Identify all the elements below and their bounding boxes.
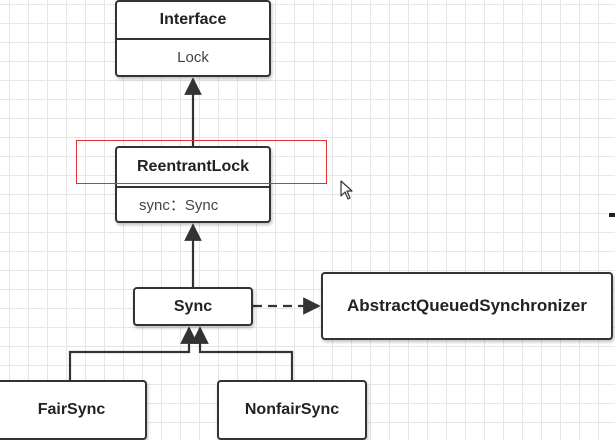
nonfairsync-name-label: NonfairSync: [244, 401, 340, 418]
aqs-class-node[interactable]: AbstractQueuedSynchronizer: [321, 272, 613, 340]
mouse-cursor-icon: [340, 180, 353, 200]
reentrantlock-field-label: sync：Sync: [117, 186, 269, 221]
nonfairsync-class-node[interactable]: NonfairSync: [217, 380, 367, 440]
connector-layer: [68, 77, 321, 380]
edge-marker: [609, 213, 615, 217]
reentrantlock-name-label: ReentrantLock: [136, 158, 250, 175]
reentrantlock-class-node[interactable]: ReentrantLock sync：Sync: [115, 146, 271, 223]
sync-name-label: Sync: [173, 297, 213, 315]
selection-highlight-box: [76, 140, 327, 184]
edge-nonfairsync-to-sync[interactable]: [191, 326, 294, 380]
fairsync-name-label: FairSync: [37, 401, 106, 418]
sync-class-node[interactable]: Sync: [133, 287, 253, 326]
interface-name-label: Lock: [117, 38, 269, 75]
fairsync-class-node[interactable]: FairSync: [0, 380, 147, 440]
interface-lock-node[interactable]: Interface Lock: [115, 0, 271, 77]
interface-stereotype-label: Interface: [159, 11, 227, 28]
aqs-name-label: AbstractQueuedSynchronizer: [347, 296, 587, 315]
edge-fairsync-to-sync[interactable]: [68, 326, 198, 380]
